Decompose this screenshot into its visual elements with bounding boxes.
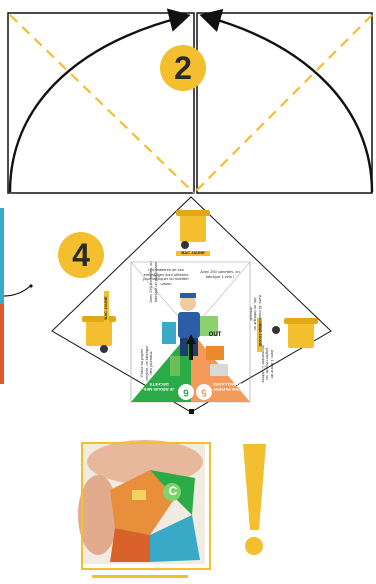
step-2-fold-diagram xyxy=(8,13,372,193)
step-4-fortune-teller xyxy=(52,197,331,414)
panel-text-left-low: Grâce au papier recyclé, on fabrique des… xyxy=(140,343,154,383)
out-tag: OUT xyxy=(206,332,224,339)
panel-text-top-right: Avec 250 canettes, on fabrique 1 vélo ! xyxy=(198,270,242,279)
panel-text-left: Avec 250 bouteilles, on fabrique un pull… xyxy=(149,260,158,304)
corner-green-number: 6 xyxy=(180,386,192,398)
step-2-badge: 2 xyxy=(160,45,206,91)
exclamation-mark xyxy=(243,444,266,555)
left-edge-cropped-panel xyxy=(0,208,33,384)
corner-orange-text: JE TRIE PAPIERS ET EMBALLAGES xyxy=(212,382,248,391)
panel-text-right-low: Avec 1 tonne de papier recyclé, on écono… xyxy=(260,344,274,384)
photo-frame xyxy=(81,442,211,570)
step-4-badge: 4 xyxy=(58,232,104,278)
bac-jaune-label-top: BAC JAUNE xyxy=(176,251,210,256)
panel-text-right: Avec 15 bouteilles de lait, on fabrique … xyxy=(248,292,262,336)
corner-orange-number: 5 xyxy=(198,386,210,398)
corner-green-text: JE RÉDUIS MES DÉCHETS xyxy=(140,382,178,391)
bottom-tab xyxy=(189,409,194,414)
photo-underline xyxy=(92,575,188,578)
bac-jaune-label-left: BAC JAUNE xyxy=(104,291,109,325)
